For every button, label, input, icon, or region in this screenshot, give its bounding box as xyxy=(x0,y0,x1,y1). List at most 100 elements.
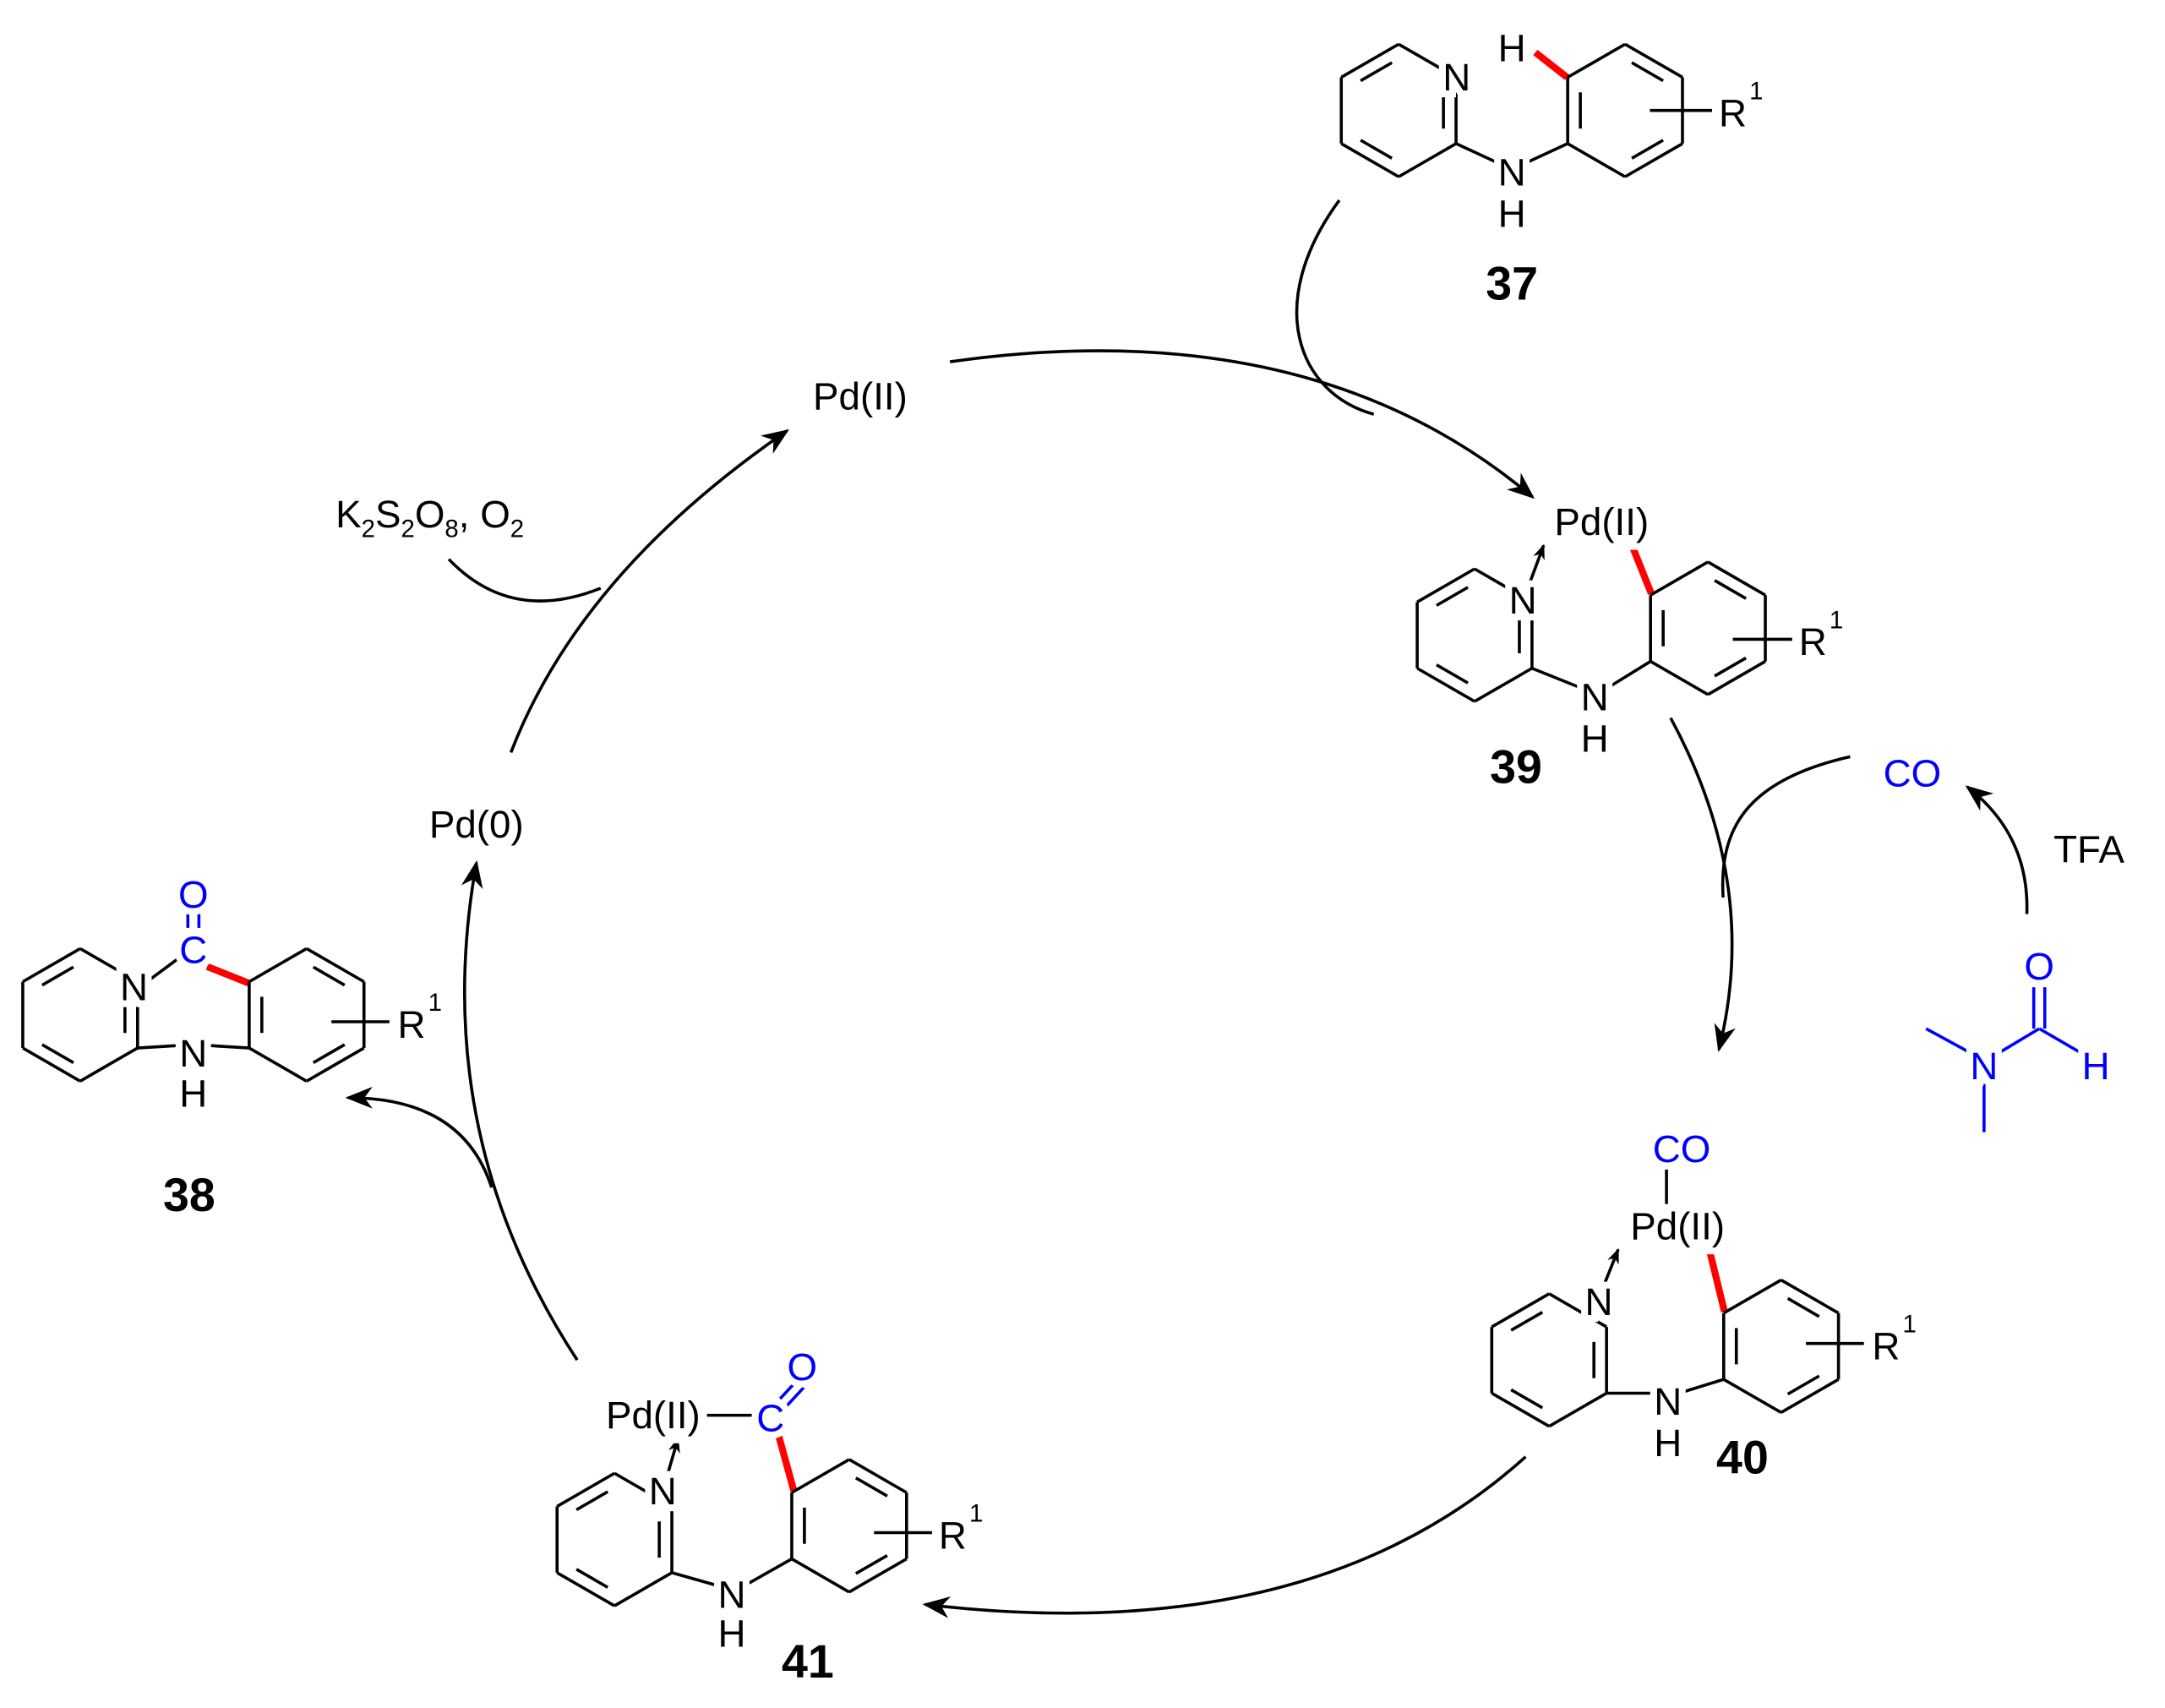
tfa-reagent: TFA xyxy=(2053,827,2124,870)
bond xyxy=(79,1046,139,1083)
pyridine-n: N xyxy=(120,966,148,1009)
arrow-40-to-41 xyxy=(922,1455,1527,1618)
r1-superscript: 1 xyxy=(428,989,442,1017)
amine-n: N xyxy=(718,1574,746,1617)
bond xyxy=(305,947,365,984)
carbon-monoxide: CO xyxy=(1884,751,1942,794)
palladium-ii: Pd(II) xyxy=(1554,500,1649,543)
r1-substituent: R xyxy=(939,1514,967,1557)
bond xyxy=(1650,560,1710,597)
amine-h: H xyxy=(1654,1422,1682,1465)
amine-h: H xyxy=(179,1072,207,1115)
acyl-oxygen: O xyxy=(788,1345,818,1389)
arrow-dmf-to-co xyxy=(1965,785,2029,914)
compound-label-40: 40 xyxy=(1716,1431,1769,1483)
arrow-co-in xyxy=(1721,755,1851,898)
pyridine-n: N xyxy=(649,1470,677,1513)
bond xyxy=(1436,663,1469,685)
compound-label-38: 38 xyxy=(163,1169,215,1221)
bond xyxy=(248,947,308,984)
compound-label-41: 41 xyxy=(782,1635,834,1688)
bond xyxy=(671,1571,722,1588)
amine-n: N xyxy=(1654,1380,1682,1423)
amine-h: H xyxy=(1498,193,1526,236)
bond xyxy=(312,1043,346,1064)
bond xyxy=(556,1571,616,1607)
bond xyxy=(1474,567,1533,603)
bond xyxy=(248,1046,308,1083)
extra-bonds xyxy=(144,49,2083,1535)
oxidant-label: K2S2O8, O2 xyxy=(335,493,524,543)
bond xyxy=(41,965,74,987)
amine-n: N xyxy=(1498,151,1526,194)
arrow-pd2-to-39 xyxy=(949,349,1535,499)
bond xyxy=(742,1557,793,1588)
bond xyxy=(1360,61,1393,83)
carbonyl-oxygen: O xyxy=(178,873,209,916)
bond xyxy=(1531,667,1584,690)
bond xyxy=(1722,1278,1782,1315)
arrow-41-to-pd0 xyxy=(461,859,579,1361)
bond xyxy=(1548,1391,1608,1428)
activated-h: H xyxy=(1498,27,1526,70)
bond xyxy=(1510,1311,1544,1332)
bond xyxy=(1436,586,1469,607)
palladium-ii-catalyst: Pd(II) xyxy=(813,374,908,417)
bond xyxy=(1567,42,1626,79)
bond xyxy=(305,1046,365,1083)
bond xyxy=(1786,1374,1820,1396)
palladium-0: Pd(0) xyxy=(429,803,524,846)
palladium-ii: Pd(II) xyxy=(1630,1204,1725,1247)
amine-n: N xyxy=(179,1032,207,1075)
arrow-substrate-37-in xyxy=(1295,199,1375,416)
bond xyxy=(1416,667,1475,703)
pyridine-n: N xyxy=(1442,56,1470,99)
r1-substituent: R xyxy=(397,1003,425,1046)
arrow-to-product-38 xyxy=(345,1086,494,1188)
bond xyxy=(1631,139,1665,160)
bond xyxy=(1605,660,1652,690)
bond xyxy=(854,1476,888,1498)
bond xyxy=(204,1043,250,1050)
bond xyxy=(848,1458,908,1494)
bond xyxy=(1678,1378,1725,1395)
bond xyxy=(1398,42,1457,79)
bond xyxy=(1567,142,1626,178)
dmf-nitrogen: N xyxy=(1970,1045,1998,1088)
cycle-arrows xyxy=(345,199,2029,1618)
bond xyxy=(1522,142,1568,166)
bond xyxy=(556,1471,616,1509)
bond xyxy=(575,1490,609,1512)
bond xyxy=(1548,1292,1608,1329)
bond xyxy=(848,1557,908,1594)
r1-substituent: R xyxy=(1719,91,1747,134)
bond xyxy=(312,965,346,987)
dmf-oxygen: O xyxy=(2024,945,2054,988)
compound-37: N N H H R 1 37 xyxy=(1436,20,1763,310)
bond xyxy=(614,1571,673,1607)
bond xyxy=(1491,1292,1551,1329)
compound-39: Pd(II) N N H R 1 39 xyxy=(1490,494,1843,793)
acyl-carbon: C xyxy=(756,1396,784,1439)
carbonyl-ligand: CO xyxy=(1653,1127,1711,1170)
compound-label-37: 37 xyxy=(1486,258,1538,310)
bond xyxy=(1650,660,1710,696)
bond xyxy=(1624,142,1683,178)
bond xyxy=(137,1043,183,1050)
pyridine-n: N xyxy=(1509,579,1537,622)
bond xyxy=(575,1568,609,1589)
palladium-ii: Pd(II) xyxy=(606,1394,701,1437)
bond xyxy=(1707,660,1766,696)
amine-h: H xyxy=(718,1612,746,1655)
bond xyxy=(791,1557,850,1594)
compound-40: CO Pd(II) N N H R 1 40 xyxy=(1578,1121,1916,1484)
carbonyl-carbon: C xyxy=(179,929,207,972)
r1-substituent: R xyxy=(1872,1324,1900,1367)
amine-h: H xyxy=(1581,718,1609,761)
compound-label-39: 39 xyxy=(1490,740,1542,793)
bond xyxy=(614,1471,673,1509)
bond xyxy=(854,1553,888,1575)
bond xyxy=(1455,142,1502,166)
r1-superscript: 1 xyxy=(1830,606,1843,634)
